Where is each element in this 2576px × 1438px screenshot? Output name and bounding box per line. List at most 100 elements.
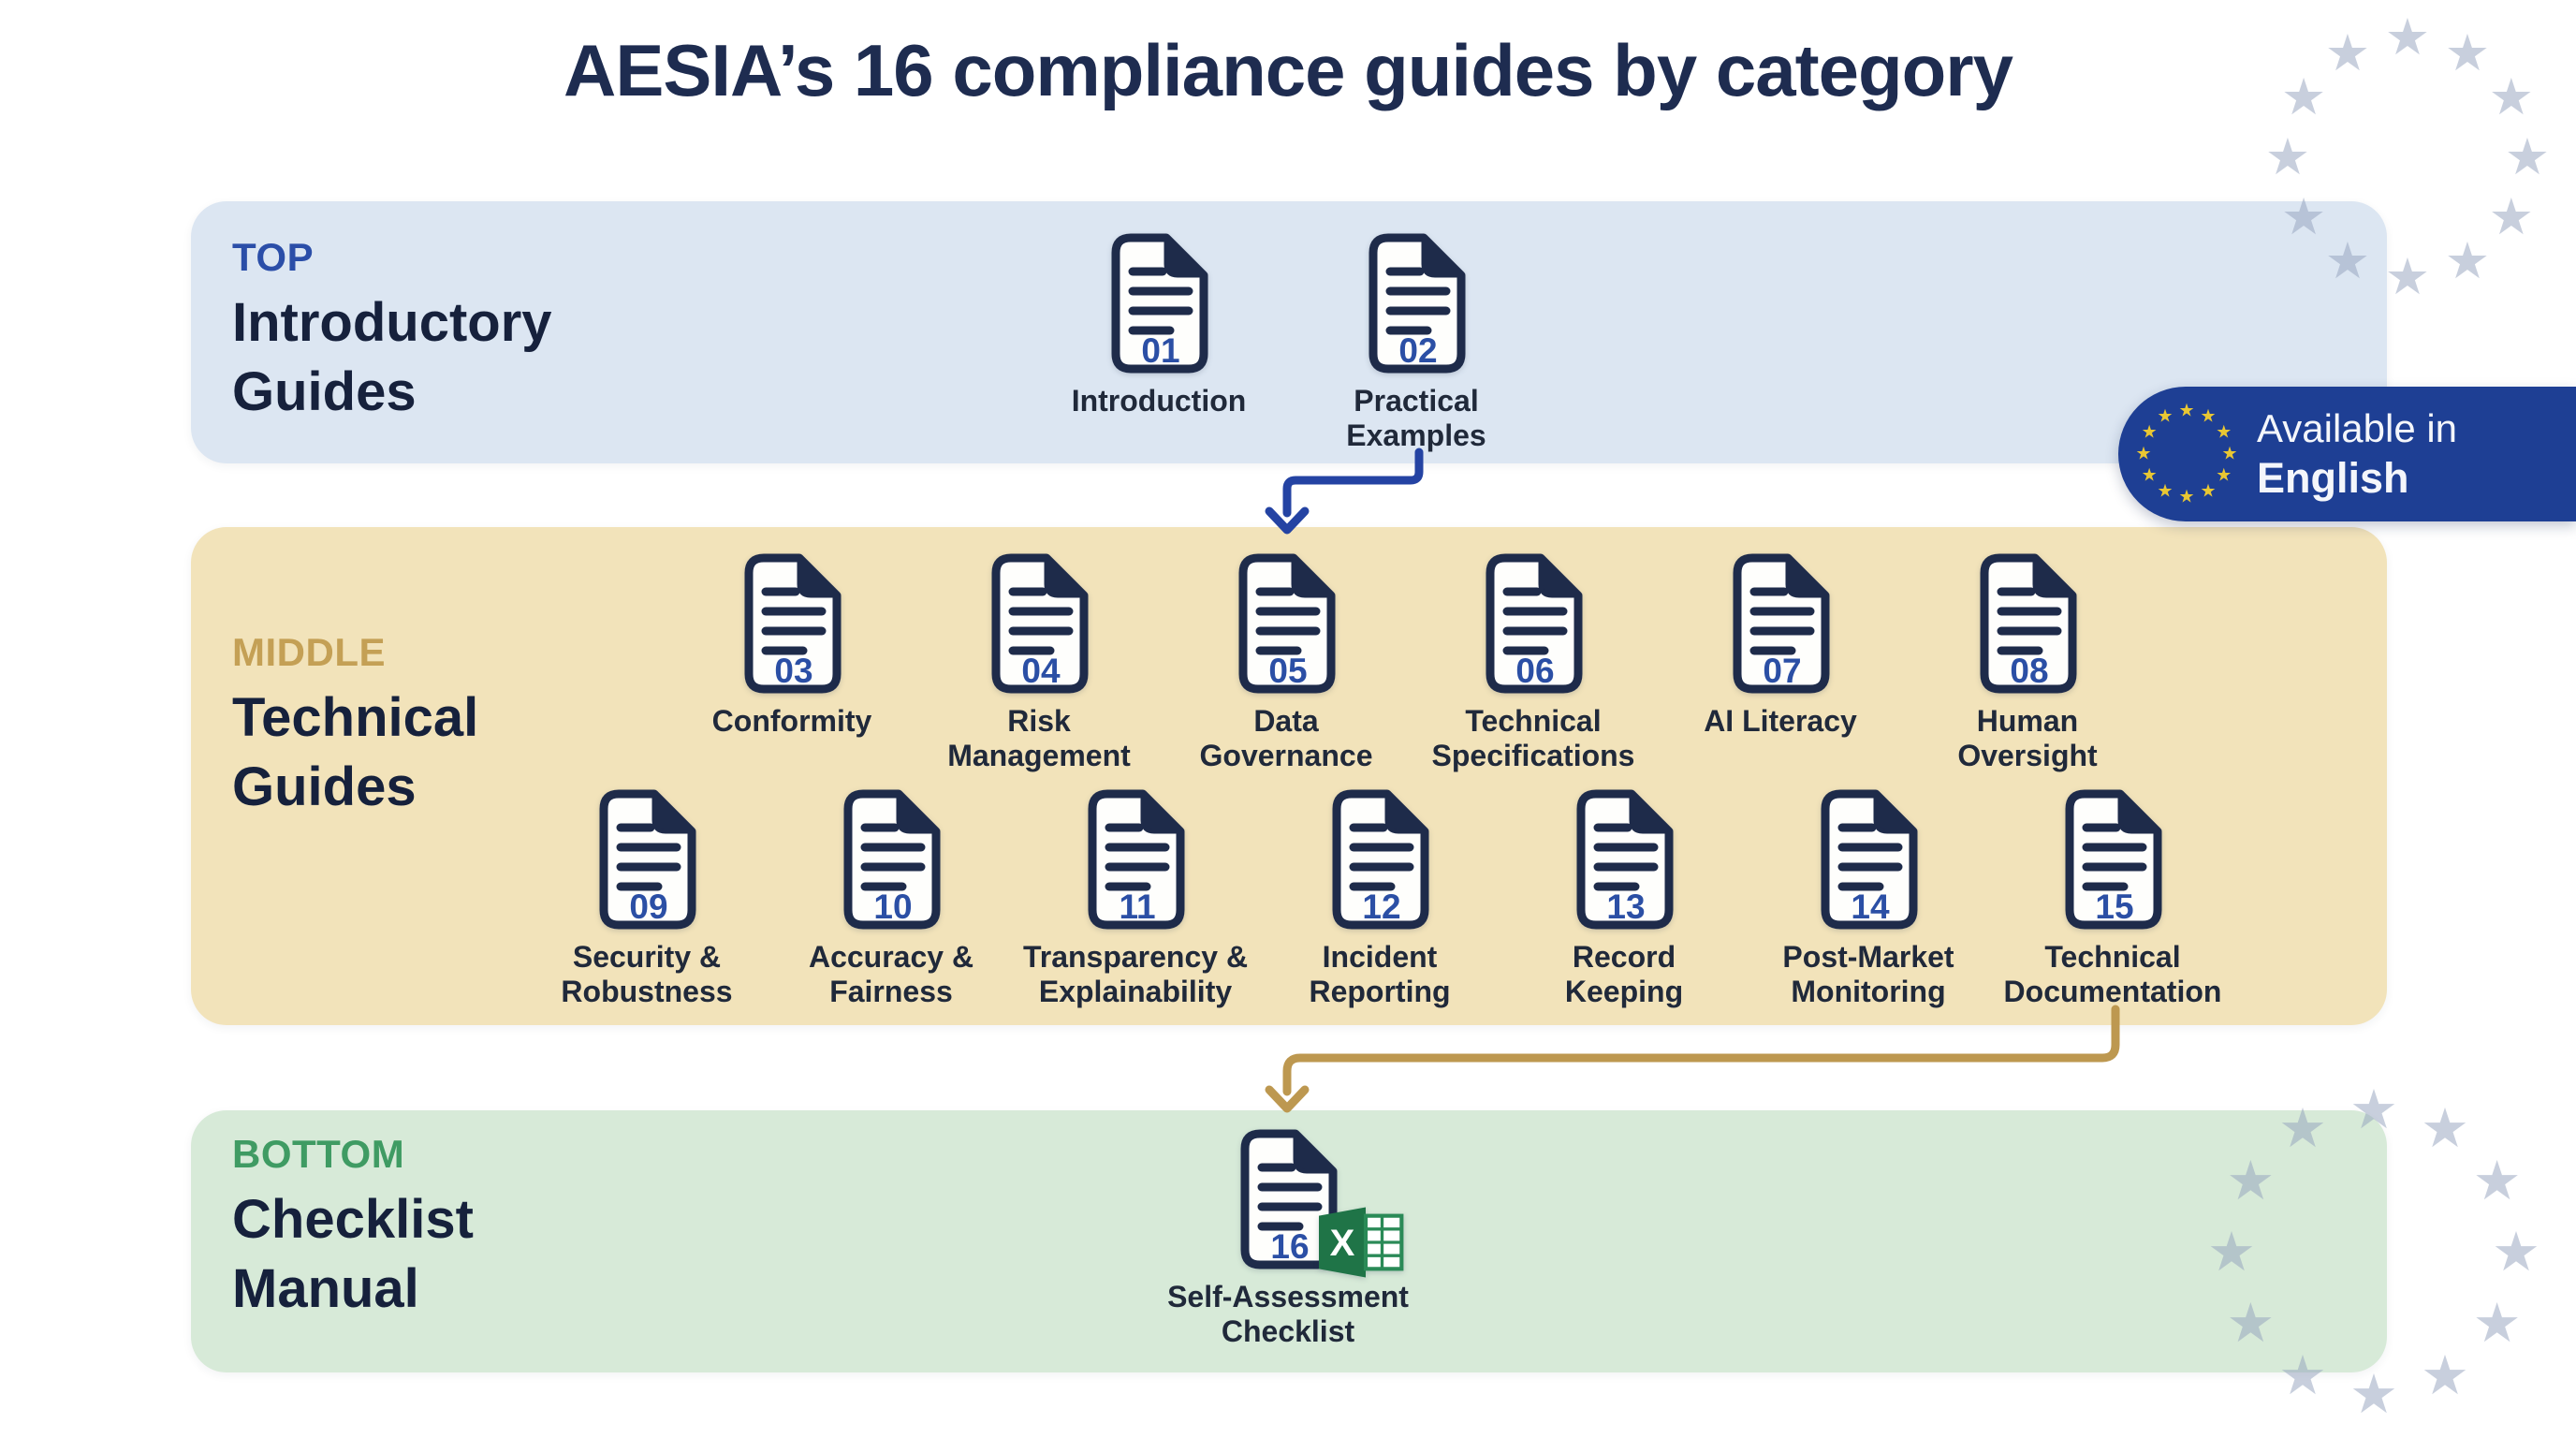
- star-icon: ★: [2492, 1220, 2540, 1284]
- guide-card: 12 Incident Reporting: [1269, 788, 1490, 1009]
- bottom-section-heading: BOTTOM Checklist Manual: [232, 1131, 474, 1324]
- guide-card: 04 Risk Management: [927, 552, 1151, 773]
- introductory-guides-row: 01 Introduction 02 Practical Examples: [1046, 232, 1529, 453]
- guide-number: 02: [1398, 331, 1437, 370]
- document-icon: 11: [1088, 789, 1185, 930]
- star-icon: ★: [2264, 127, 2311, 186]
- guide-number: 13: [1606, 888, 1645, 926]
- document-icon: 12: [1332, 789, 1429, 930]
- guide-card: 09 Security & Robustness: [536, 788, 757, 1009]
- excel-icon: X: [1319, 1207, 1404, 1278]
- star-icon: ★: [2200, 480, 2217, 502]
- technical-guides-row-1: 03 Conformity 04 Risk Management: [680, 552, 2140, 773]
- star-icon: ★: [2384, 247, 2431, 306]
- document-icon: 01: [1111, 233, 1208, 374]
- technical-guides-row-2: 09 Security & Robustness 10 Accuracy & F…: [536, 788, 2223, 1009]
- excel-x-letter: X: [1330, 1223, 1355, 1264]
- document-icon: 15: [2065, 789, 2162, 930]
- top-section-heading: TOP Introductory Guides: [232, 234, 552, 427]
- guide-card: 03 Conformity: [680, 552, 904, 773]
- middle-section-heading: MIDDLE Technical Guides: [232, 629, 478, 822]
- guide-number: 04: [1021, 652, 1061, 690]
- arrow-middle-to-bottom-icon: [1265, 1005, 2120, 1113]
- guide-label: Human Oversight: [1957, 704, 2098, 773]
- star-icon: ★: [2349, 1362, 2398, 1426]
- guide-number: 05: [1268, 652, 1307, 690]
- guide-label: Accuracy & Fairness: [808, 940, 974, 1009]
- star-icon: ★: [2157, 405, 2174, 427]
- guide-number: 03: [774, 652, 812, 690]
- guide-number: 07: [1763, 652, 1801, 690]
- guide-number: 15: [2095, 888, 2133, 926]
- guide-card: 05 Data Governance: [1174, 552, 1398, 773]
- document-icon: 03: [744, 553, 842, 694]
- star-icon: ★: [2488, 187, 2535, 246]
- page-title: AESIA’s 16 compliance guides by category: [563, 29, 2013, 111]
- eu-stars-icon: ★★★★★★★★★★★★: [2118, 387, 2255, 521]
- document-icon: 10: [843, 789, 941, 930]
- guide-label: Technical Documentation: [2003, 940, 2222, 1009]
- document-icon: 06: [1486, 553, 1583, 694]
- guide-label: Technical Specifications: [1431, 704, 1635, 773]
- guide-card: 15 Technical Documentation: [2002, 788, 2223, 1009]
- checklist-card-wrap: 16 X Self-Assessment Checklist: [1167, 1128, 1409, 1349]
- star-icon: ★: [2472, 1149, 2522, 1212]
- star-icon: ★: [2421, 1343, 2469, 1407]
- available-in-english-badge: ★★★★★★★★★★★★ Available in English: [2118, 387, 2576, 521]
- star-icon: ★: [2472, 1291, 2522, 1355]
- star-icon: ★: [2141, 421, 2158, 443]
- guide-card: 06 Technical Specifications: [1421, 552, 1646, 773]
- guide-card: 01 Introduction: [1046, 232, 1271, 453]
- bottom-section-title: Checklist Manual: [232, 1189, 474, 1320]
- arrow-top-to-middle-icon: [1265, 448, 1424, 535]
- top-section-panel: [191, 201, 2387, 463]
- star-icon: ★: [2200, 405, 2217, 427]
- badge-text: Available in English: [2257, 404, 2457, 505]
- guide-card: 11 Transparency & Explainability: [1022, 788, 1249, 1009]
- top-section-title: Introductory Guides: [232, 292, 552, 423]
- document-icon: 16: [1240, 1129, 1338, 1269]
- document-icon: 02: [1368, 233, 1466, 374]
- document-icon: 05: [1238, 553, 1336, 694]
- top-section-label: TOP: [232, 235, 315, 279]
- badge-line-1: Available in: [2257, 405, 2458, 450]
- star-icon: ★: [2216, 464, 2232, 486]
- guide-label: Risk Management: [947, 704, 1131, 773]
- star-icon: ★: [2216, 421, 2232, 443]
- star-icon: ★: [2421, 1096, 2469, 1161]
- guide-label: Practical Examples: [1346, 384, 1486, 453]
- document-icon: 04: [991, 553, 1089, 694]
- guide-number: 06: [1515, 652, 1554, 690]
- guide-card: 10 Accuracy & Fairness: [781, 788, 1002, 1009]
- star-icon: ★: [2504, 127, 2551, 186]
- guide-label: Data Governance: [1199, 704, 1373, 773]
- guide-label: Self-Assessment Checklist: [1167, 1280, 1409, 1349]
- guide-label: Transparency & Explainability: [1022, 940, 1249, 1009]
- guide-card: 08 Human Oversight: [1915, 552, 2140, 773]
- guide-card: 14 Post-Market Monitoring: [1758, 788, 1979, 1009]
- middle-section-label: MIDDLE: [232, 630, 386, 674]
- guide-label: AI Literacy: [1704, 704, 1857, 738]
- guide-label: Conformity: [711, 704, 872, 738]
- star-icon: ★: [2178, 400, 2195, 421]
- guide-card: 02 Practical Examples: [1304, 232, 1529, 453]
- document-icon: 13: [1576, 789, 1674, 930]
- guide-number: 10: [873, 888, 912, 926]
- guide-number: 14: [1851, 888, 1890, 926]
- guide-number: 16: [1270, 1227, 1309, 1266]
- star-icon: ★: [2135, 443, 2152, 464]
- guide-card: 13 Record Keeping: [1514, 788, 1734, 1009]
- middle-section-title: Technical Guides: [232, 687, 479, 818]
- guide-number: 01: [1141, 331, 1179, 370]
- guide-card: 16 X Self-Assessment Checklist: [1167, 1128, 1409, 1349]
- document-icon: 09: [599, 789, 696, 930]
- guide-label: Post-Market Monitoring: [1782, 940, 1954, 1009]
- star-icon: ★: [2141, 464, 2158, 486]
- star-icon: ★: [2444, 230, 2491, 290]
- guide-label: Incident Reporting: [1309, 940, 1451, 1009]
- document-icon: 08: [1980, 553, 2077, 694]
- guide-label: Security & Robustness: [561, 940, 733, 1009]
- document-icon: 07: [1733, 553, 1830, 694]
- guide-card: 07 AI Literacy: [1668, 552, 1893, 773]
